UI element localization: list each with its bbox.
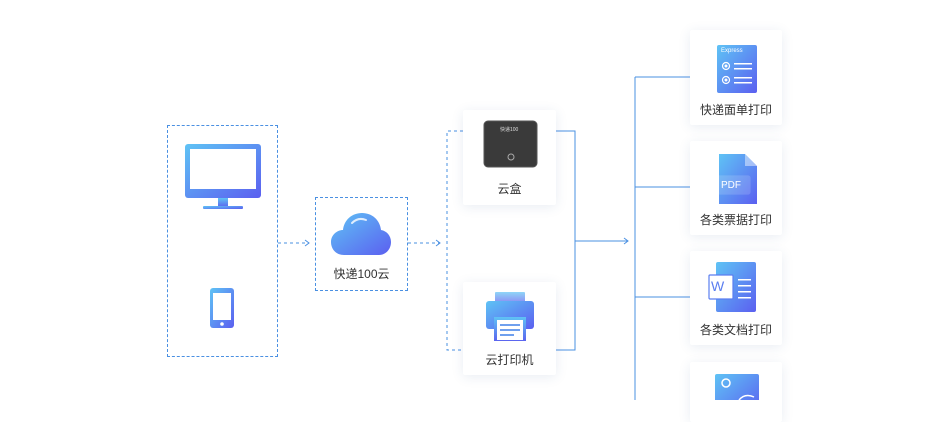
image-doc-icon [714,373,760,414]
devices-group [167,125,278,357]
output-label-pdf: 各类票据打印 [699,213,772,227]
express-badge: Express [721,48,743,54]
output-label-express: 快递面单打印 [699,103,772,117]
pdf-doc-icon [713,153,759,210]
printer-icon [485,291,535,348]
cloud-label: 快递100云 [333,267,390,281]
cloud-printer-label: 云打印机 [485,353,534,367]
connector-lines [278,76,690,400]
pdf-badge: PDF [721,180,741,191]
cloud-group [315,197,408,291]
word-doc-icon [708,261,758,318]
express-doc-icon [716,44,758,99]
cloud-box-device-text: 快递100 [500,127,519,133]
cloud-icon [330,211,392,262]
phone-icon [209,287,235,334]
cloud-box-icon [483,120,538,173]
output-label-word: 各类文档打印 [699,323,772,337]
cloud-box-label: 云盒 [497,182,522,196]
monitor-icon [184,143,262,216]
word-badge: W [711,278,725,294]
